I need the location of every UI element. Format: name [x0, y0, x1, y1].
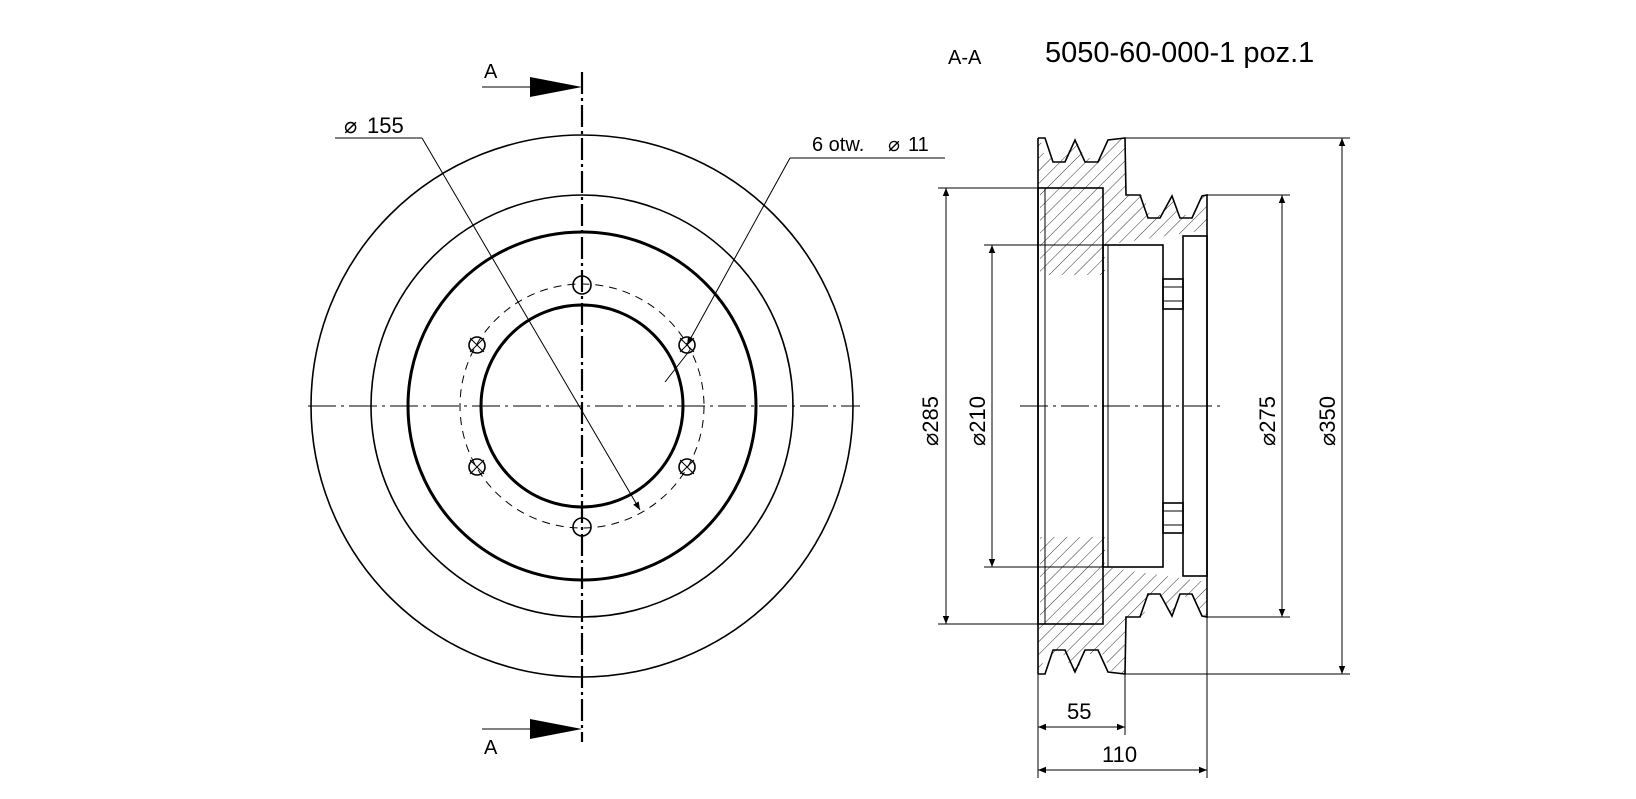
groove-circle: [370, 194, 794, 618]
bolt-hole: [572, 517, 592, 537]
section-label: A-A: [948, 47, 982, 69]
dim-bore-symbol: ⌀: [965, 433, 990, 446]
dim-width-total-value: 110: [1102, 742, 1137, 767]
cut-arrow-bottom: A: [482, 719, 582, 759]
cut-label-bottom: A: [484, 737, 498, 759]
svg-text:⌀210: ⌀210: [965, 396, 990, 446]
bolt-hole: [468, 458, 486, 476]
bolt-circle-diameter-symbol: ⌀: [344, 113, 357, 138]
front-view: A A ⌀ 155 6 otw. ⌀ 11: [308, 61, 945, 759]
dim-bore: ⌀210: [965, 244, 1103, 568]
title-block: A-A 5050-60-000-1 poz.1: [948, 37, 1314, 69]
bolt-circle: [459, 283, 705, 529]
dim-inner-groove-value: 275: [1255, 396, 1280, 433]
dim-flange: ⌀285: [918, 187, 1038, 625]
bolt-hole: [468, 336, 486, 354]
dim-outer-symbol: ⌀: [1315, 433, 1340, 446]
bore-circle: [479, 303, 685, 509]
dim-inner-groove: ⌀275: [1207, 194, 1290, 618]
holes-diameter-value: 11: [908, 134, 929, 156]
dim-flange-value: 285: [918, 396, 943, 433]
bolt-holes: [468, 275, 696, 537]
svg-text:⌀275: ⌀275: [1255, 396, 1280, 446]
dim-outer-value: 350: [1315, 396, 1340, 433]
outer-rim-circle: [310, 134, 854, 678]
part-number: 5050-60-000-1 poz.1: [1045, 37, 1314, 69]
dim-flange-symbol: ⌀: [918, 433, 943, 446]
holes-dimension: 6 otw. ⌀ 11: [664, 134, 945, 383]
section-hatch: [1038, 138, 1207, 275]
svg-text:⌀350: ⌀350: [1315, 396, 1340, 446]
bolt-hole: [678, 458, 696, 476]
bolt-section-bottom: [1162, 502, 1184, 534]
bolt-circle-value: 155: [367, 113, 404, 138]
dim-outer: ⌀350: [1125, 137, 1350, 675]
dim-width-total: 110: [1038, 617, 1208, 778]
flange-circle: [406, 230, 758, 582]
dim-width-half: 55: [1037, 674, 1126, 778]
holes-label: 6 otw.: [812, 134, 864, 156]
holes-diameter-symbol: ⌀: [888, 134, 900, 156]
dim-width-half-value: 55: [1067, 699, 1091, 724]
cut-label-top: A: [484, 61, 498, 83]
dim-bore-value: 210: [965, 396, 990, 433]
bolt-hole: [572, 275, 592, 295]
dim-inner-groove-symbol: ⌀: [1255, 433, 1280, 446]
svg-text:⌀285: ⌀285: [918, 396, 943, 446]
section-view: ⌀285 ⌀210 ⌀275 ⌀350: [918, 137, 1350, 778]
cut-arrow-top: A: [482, 61, 582, 97]
bolt-circle-dimension: ⌀ 155: [335, 113, 641, 511]
bolt-section-top: [1162, 278, 1184, 310]
